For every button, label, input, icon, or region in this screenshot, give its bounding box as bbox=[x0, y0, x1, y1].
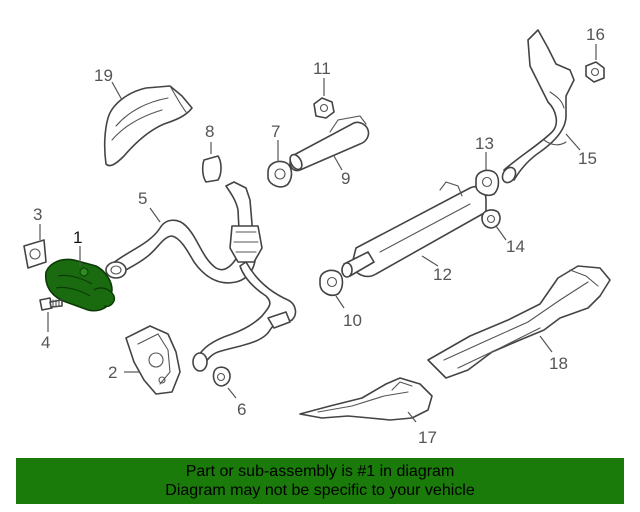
callout-9: 9 bbox=[341, 169, 350, 188]
callout-12: 12 bbox=[433, 265, 452, 284]
callout-3: 3 bbox=[33, 205, 42, 224]
callout-7: 7 bbox=[271, 122, 280, 141]
part-2-converter-shield[interactable] bbox=[125, 325, 181, 395]
part-7-clamp[interactable] bbox=[267, 160, 293, 188]
callout-8: 8 bbox=[205, 122, 214, 141]
callout-2: 2 bbox=[108, 363, 117, 382]
exhaust-parts-diagram: 19 8 7 11 9 5 3 bbox=[23, 25, 611, 447]
part-3-gasket[interactable] bbox=[23, 239, 47, 269]
part-12-muffler[interactable] bbox=[341, 181, 487, 278]
callout-16: 16 bbox=[586, 25, 605, 44]
part-9-resonator-pipe[interactable] bbox=[288, 115, 370, 172]
part-19-heat-shield[interactable] bbox=[103, 85, 193, 167]
part-6-gasket[interactable] bbox=[212, 366, 231, 387]
banner-line-2: Diagram may not be specific to your vehi… bbox=[165, 482, 475, 499]
part-13-clamp[interactable] bbox=[475, 169, 500, 197]
part-5-front-pipe[interactable] bbox=[105, 181, 297, 372]
callout-11: 11 bbox=[313, 59, 331, 78]
callout-19: 19 bbox=[94, 66, 113, 85]
callout-13: 13 bbox=[475, 134, 494, 153]
callout-1: 1 bbox=[73, 228, 82, 247]
callout-14: 14 bbox=[506, 237, 525, 256]
callout-4: 4 bbox=[41, 333, 50, 352]
part-18-heat-shield[interactable] bbox=[427, 265, 611, 379]
part-4-bolt[interactable] bbox=[39, 297, 63, 311]
callout-6: 6 bbox=[237, 400, 246, 419]
callout-18: 18 bbox=[549, 354, 568, 373]
part-14-isolator[interactable] bbox=[481, 209, 501, 229]
callout-10: 10 bbox=[343, 311, 362, 330]
callout-15: 15 bbox=[578, 149, 597, 168]
callout-17: 17 bbox=[418, 428, 437, 447]
callout-5: 5 bbox=[138, 189, 147, 208]
part-8-isolator[interactable] bbox=[201, 155, 222, 183]
part-1-catalytic-converter[interactable] bbox=[44, 258, 116, 312]
part-16-nut[interactable] bbox=[585, 61, 605, 83]
banner-line-1: Part or sub-assembly is #1 in diagram bbox=[185, 463, 455, 480]
part-15-tail-pipe[interactable] bbox=[500, 29, 575, 185]
part-10-clamp[interactable] bbox=[319, 269, 344, 297]
part-11-nut[interactable] bbox=[313, 97, 335, 119]
part-17-heat-shield[interactable] bbox=[299, 377, 433, 421]
info-banner: Part or sub-assembly is #1 in diagram Di… bbox=[16, 458, 624, 504]
